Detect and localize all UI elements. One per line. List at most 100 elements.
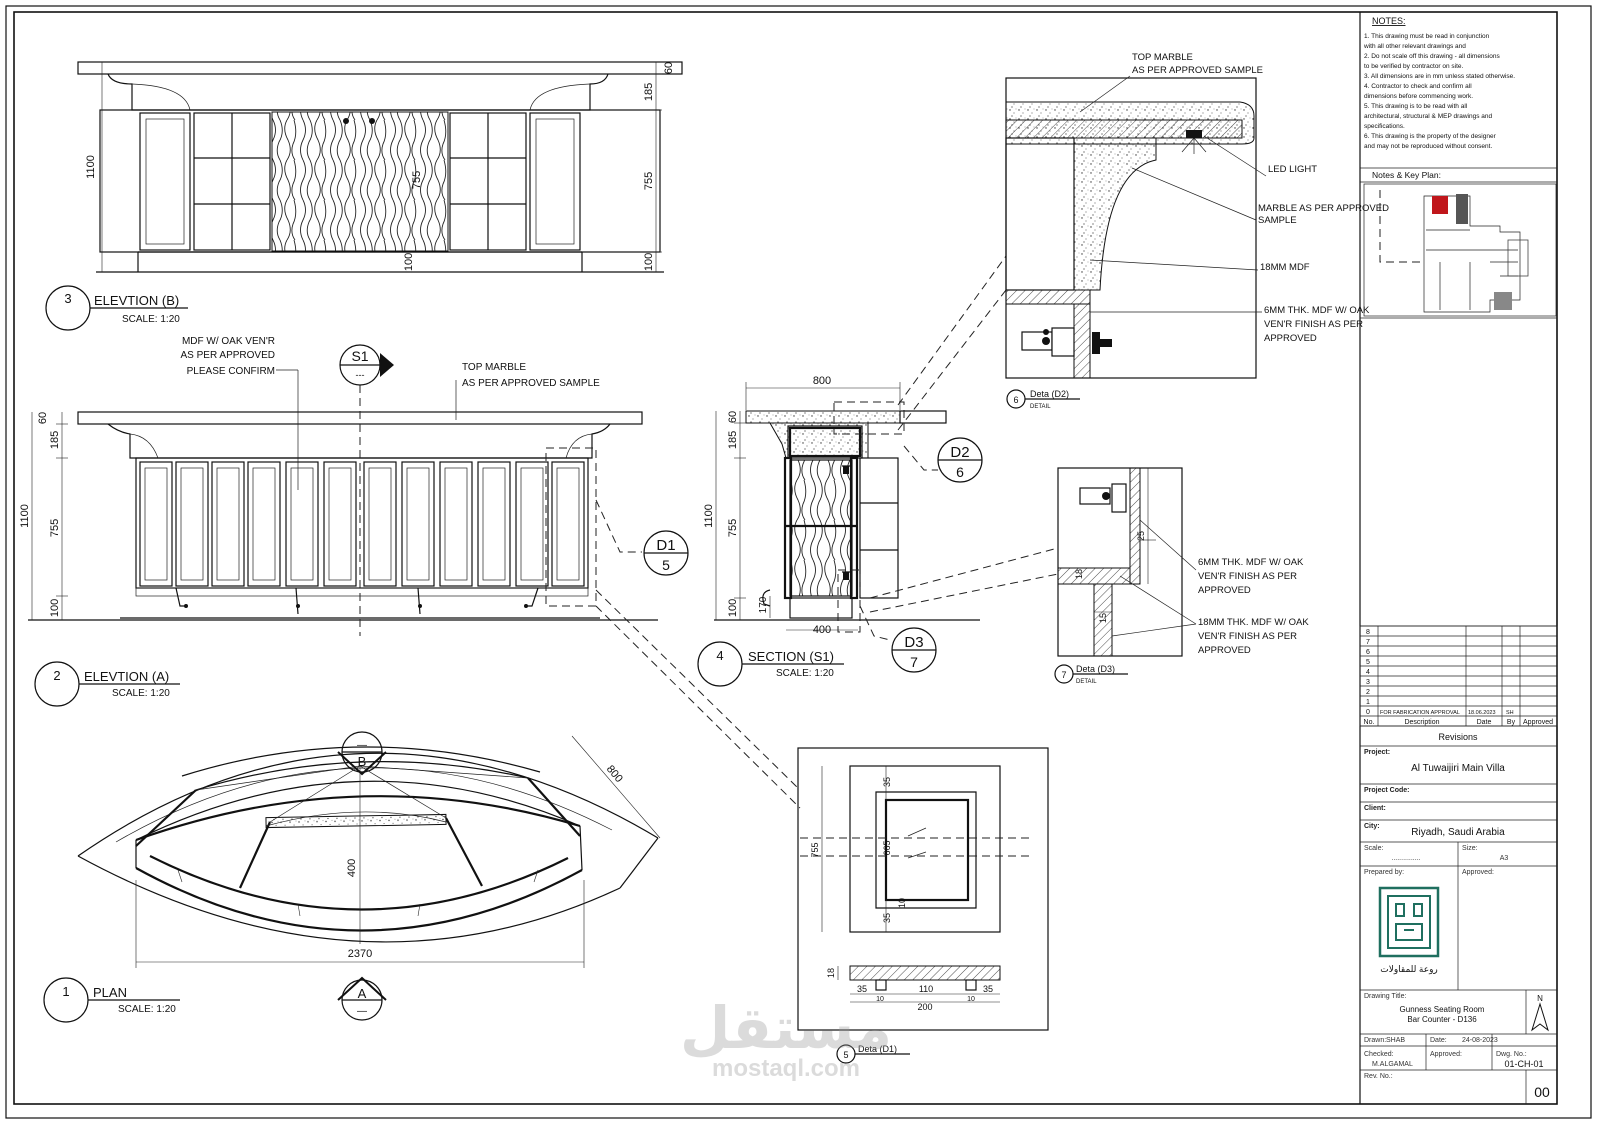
note-line: 2. Do not scale off this drawing - all d… <box>1364 53 1500 60</box>
cabinet-panel-inset <box>444 467 468 581</box>
dim-label: 10 <box>876 996 884 1003</box>
dim-label: 100 <box>49 599 61 617</box>
dim-label: 18 <box>1074 569 1084 579</box>
size-label: Size: <box>1462 845 1478 852</box>
project-code-label: Project Code: <box>1364 787 1410 794</box>
inner-border <box>13 11 1558 1105</box>
note-mdf-line1: MDF W/ OAK VEN'R <box>182 336 275 347</box>
dim-label: 110 <box>919 984 933 994</box>
note-line: with all other relevant drawings and <box>1363 43 1466 50</box>
rev-header: Description <box>1404 719 1439 726</box>
dim-label: 400 <box>346 859 358 877</box>
detail-d1-drawing <box>797 747 1049 1031</box>
dim-label: 60 <box>37 412 49 424</box>
plan-drawing <box>77 735 661 968</box>
dim-label: 25 <box>1136 531 1146 541</box>
rev-row-number: 7 <box>1366 639 1370 646</box>
cabinet-panel <box>551 461 585 587</box>
rev-row-number: 5 <box>1366 659 1370 666</box>
city-name: Riyadh, Saudi Arabia <box>1411 827 1505 838</box>
note-marble-line1: MARBLE AS PER APPROVED <box>1258 203 1389 214</box>
rev-header: Approved <box>1523 719 1553 726</box>
note-18mm-mdf: 18MM MDF <box>1260 262 1310 273</box>
drawing-title-label: Drawing Title: <box>1364 993 1406 1000</box>
detail-marker-d3: D3 7 <box>891 627 937 673</box>
detail-d2-drawing <box>1005 77 1257 379</box>
rev-row0-cell: 18.06.2023 <box>1468 710 1496 716</box>
note-marble-line2: SAMPLE <box>1258 215 1297 226</box>
date-label: Date: <box>1430 1037 1447 1044</box>
dim-label: 60 <box>727 411 739 423</box>
notes-title: NOTES: <box>1372 16 1406 26</box>
view-number: 1 <box>62 984 69 999</box>
view-number: 4 <box>716 648 723 663</box>
detail-title: Deta (D1) <box>858 1044 897 1054</box>
note-top-marble-line1: TOP MARBLE <box>462 362 526 373</box>
detail-d1-dims: 35 665 10 35 755 18 35 10 110 10 35 200 <box>810 777 993 1012</box>
dim-label: 800 <box>813 375 831 387</box>
drawing-title-line1: Gunness Seating Room <box>1400 1005 1485 1014</box>
view-scale: SCALE: 1:20 <box>118 1004 176 1015</box>
rev-label: Rev. No.: <box>1364 1073 1393 1080</box>
note-d2-6mm-line1: 6MM THK. MDF W/ OAK <box>1264 305 1370 316</box>
note-line: 6. This drawing is the property of the d… <box>1364 133 1497 140</box>
detail-subtitle: DETAIL <box>1030 404 1051 410</box>
dim-label: 1100 <box>85 155 97 179</box>
view-title: ELEVTION (B) <box>94 293 179 308</box>
view-number: 3 <box>64 291 71 306</box>
checked-value: M.ALGAMAL <box>1372 1061 1413 1068</box>
note-d2-top-marble-line2: AS PER APPROVED SAMPLE <box>1132 65 1263 76</box>
note-line: specifications. <box>1364 123 1405 130</box>
cabinet-panel <box>363 461 397 587</box>
logo-caption: روعة للمقاولات <box>1380 964 1438 974</box>
cabinet-panel-inset <box>520 467 544 581</box>
rev-row-number: 1 <box>1366 699 1370 706</box>
marker-label: — <box>357 740 367 751</box>
dwg-no-value: 01-CH-01 <box>1504 1059 1543 1069</box>
note-d3-18mm-line3: APPROVED <box>1198 645 1251 656</box>
dim-label: 1100 <box>19 504 31 528</box>
note-d3-6mm-line2: VEN'R FINISH AS PER <box>1198 571 1297 582</box>
elevation-b-dims: 60 185 755 100 1100 755 100 <box>85 62 675 271</box>
view-title: ELEVTION (A) <box>84 669 169 684</box>
rev-row-number: 0 <box>1366 709 1370 716</box>
dim-label: 200 <box>917 1002 932 1012</box>
note-led: LED LIGHT <box>1268 164 1317 175</box>
section-marker-s1: S1 --- <box>339 344 394 386</box>
dim-label: 10 <box>897 898 907 908</box>
marker-sublabel: — <box>357 1006 367 1017</box>
rev-header: No. <box>1364 719 1375 726</box>
dim-label: 35 <box>882 913 892 923</box>
note-line: 5. This drawing is to be read with all <box>1364 103 1468 110</box>
dim-label: 185 <box>49 431 61 449</box>
dim-label: 10 <box>967 996 975 1003</box>
elevation-a-title: 2 ELEVTION (A) SCALE: 1:20 <box>34 661 180 707</box>
detail-d2-notes: TOP MARBLE AS PER APPROVED SAMPLE LED LI… <box>1079 52 1389 344</box>
dim-label: 1100 <box>703 504 715 528</box>
project-label: Project: <box>1364 749 1390 756</box>
view-number: 2 <box>53 668 60 683</box>
rev-row-number: 6 <box>1366 649 1370 656</box>
dim-label: 35 <box>857 984 867 994</box>
rev-header: By <box>1507 719 1516 726</box>
marker-sublabel: B <box>358 754 367 769</box>
dim-label: 800 <box>604 763 625 785</box>
scale-label: Scale: <box>1364 845 1384 852</box>
marker-sublabel: 5 <box>662 557 670 573</box>
dim-label: 100 <box>727 599 739 617</box>
key-plan-title: Notes & Key Plan: <box>1372 170 1441 180</box>
dim-label: 400 <box>813 624 831 636</box>
marker-label: D1 <box>656 537 675 554</box>
note-line: 4. Contractor to check and confirm all <box>1364 83 1472 90</box>
detail-number: 6 <box>1013 395 1018 405</box>
note-top-marble-line2: AS PER APPROVED SAMPLE <box>462 378 600 389</box>
marker-sublabel: 6 <box>956 464 964 480</box>
marker-label: A <box>358 986 367 1001</box>
cabinet-panel-inset <box>216 467 240 581</box>
dim-label: 100 <box>403 253 415 271</box>
rev-row-number: 8 <box>1366 629 1370 636</box>
note-line: and may not be reproduced without consen… <box>1364 143 1492 150</box>
dim-label: 755 <box>643 172 655 190</box>
elevation-a-panels <box>139 461 585 587</box>
rev-row-number: 3 <box>1366 679 1370 686</box>
